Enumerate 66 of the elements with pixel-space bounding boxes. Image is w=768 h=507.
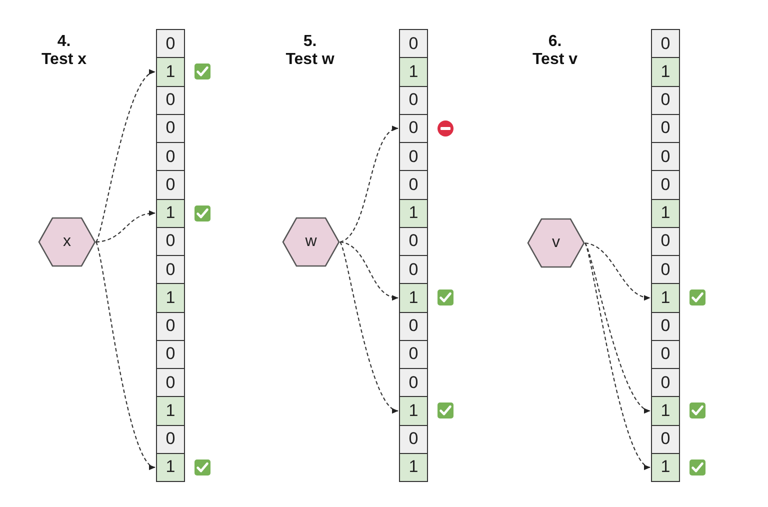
bit-cell: 1	[651, 198, 680, 228]
bit-cell: 1	[156, 396, 185, 426]
bit-cell: 0	[651, 226, 680, 256]
bit-cell: 0	[651, 424, 680, 454]
test-title: Test v	[531, 51, 579, 69]
bit-cell: 1	[651, 396, 680, 426]
bit-cell: 0	[156, 114, 185, 144]
bit-cell: 0	[399, 255, 428, 284]
bit-cell: 0	[399, 226, 428, 256]
bit-cell: 0	[156, 142, 185, 172]
bit-cell: 1	[651, 57, 680, 87]
bit-cell: 0	[156, 255, 185, 284]
bit-cell: 0	[651, 368, 680, 398]
bit-cell: 0	[651, 312, 680, 341]
bit-cell: 1	[156, 452, 185, 482]
bit-cell: 1	[399, 396, 428, 426]
hexagon-node: w	[282, 217, 340, 267]
bit-cell: 0	[399, 424, 428, 454]
bit-cell: 0	[399, 368, 428, 398]
bit-cell: 0	[651, 340, 680, 370]
bit-cell: 0	[399, 170, 428, 200]
dashed-arrow	[584, 242, 650, 300]
bit-cell: 0	[651, 170, 680, 200]
dashed-arrow	[584, 242, 650, 468]
test-title: Test x	[40, 51, 88, 69]
bit-cell: 0	[399, 86, 428, 115]
dashed-arrow	[584, 242, 650, 412]
dashed-arrow	[340, 242, 398, 412]
bit-cell: 0	[399, 114, 428, 144]
bit-cell: 0	[156, 170, 185, 200]
bit-cell: 0	[399, 340, 428, 370]
bit-cell: 0	[156, 424, 185, 454]
bit-cell: 0	[651, 142, 680, 172]
bit-cell: 1	[399, 198, 428, 228]
bit-cell: 0	[156, 312, 185, 341]
bit-cell: 0	[399, 29, 428, 58]
bit-cell: 0	[156, 368, 185, 398]
bit-cell: 1	[156, 57, 185, 87]
bit-cell: 0	[156, 86, 185, 115]
bit-cell: 0	[651, 29, 680, 58]
hexagon-node: x	[38, 217, 96, 267]
bit-cell: 1	[651, 452, 680, 482]
dashed-arrow	[340, 241, 398, 300]
bit-cell: 1	[399, 283, 428, 313]
step-number: 6.	[547, 33, 563, 51]
test-title: Test w	[284, 51, 336, 69]
bit-cell: 1	[399, 57, 428, 87]
dashed-arrow	[96, 71, 156, 242]
bit-cell: 1	[156, 198, 185, 228]
bit-cell: 0	[156, 226, 185, 256]
bit-cell: 0	[399, 312, 428, 341]
bit-cell: 0	[651, 86, 680, 115]
bit-cell: 0	[156, 29, 185, 58]
bit-cell: 1	[399, 452, 428, 482]
bit-cell: 0	[399, 142, 428, 172]
dashed-arrow	[340, 128, 398, 242]
bit-cell: 0	[651, 255, 680, 284]
step-number: 4.	[56, 33, 72, 51]
bit-cell: 0	[651, 114, 680, 144]
hexagon-node: v	[527, 218, 585, 268]
dashed-arrow	[95, 242, 156, 468]
bit-cell: 0	[156, 340, 185, 370]
dashed-arrow	[96, 210, 156, 243]
bit-cell: 1	[651, 283, 680, 313]
step-number: 5.	[302, 33, 318, 51]
bit-cell: 1	[156, 283, 185, 313]
